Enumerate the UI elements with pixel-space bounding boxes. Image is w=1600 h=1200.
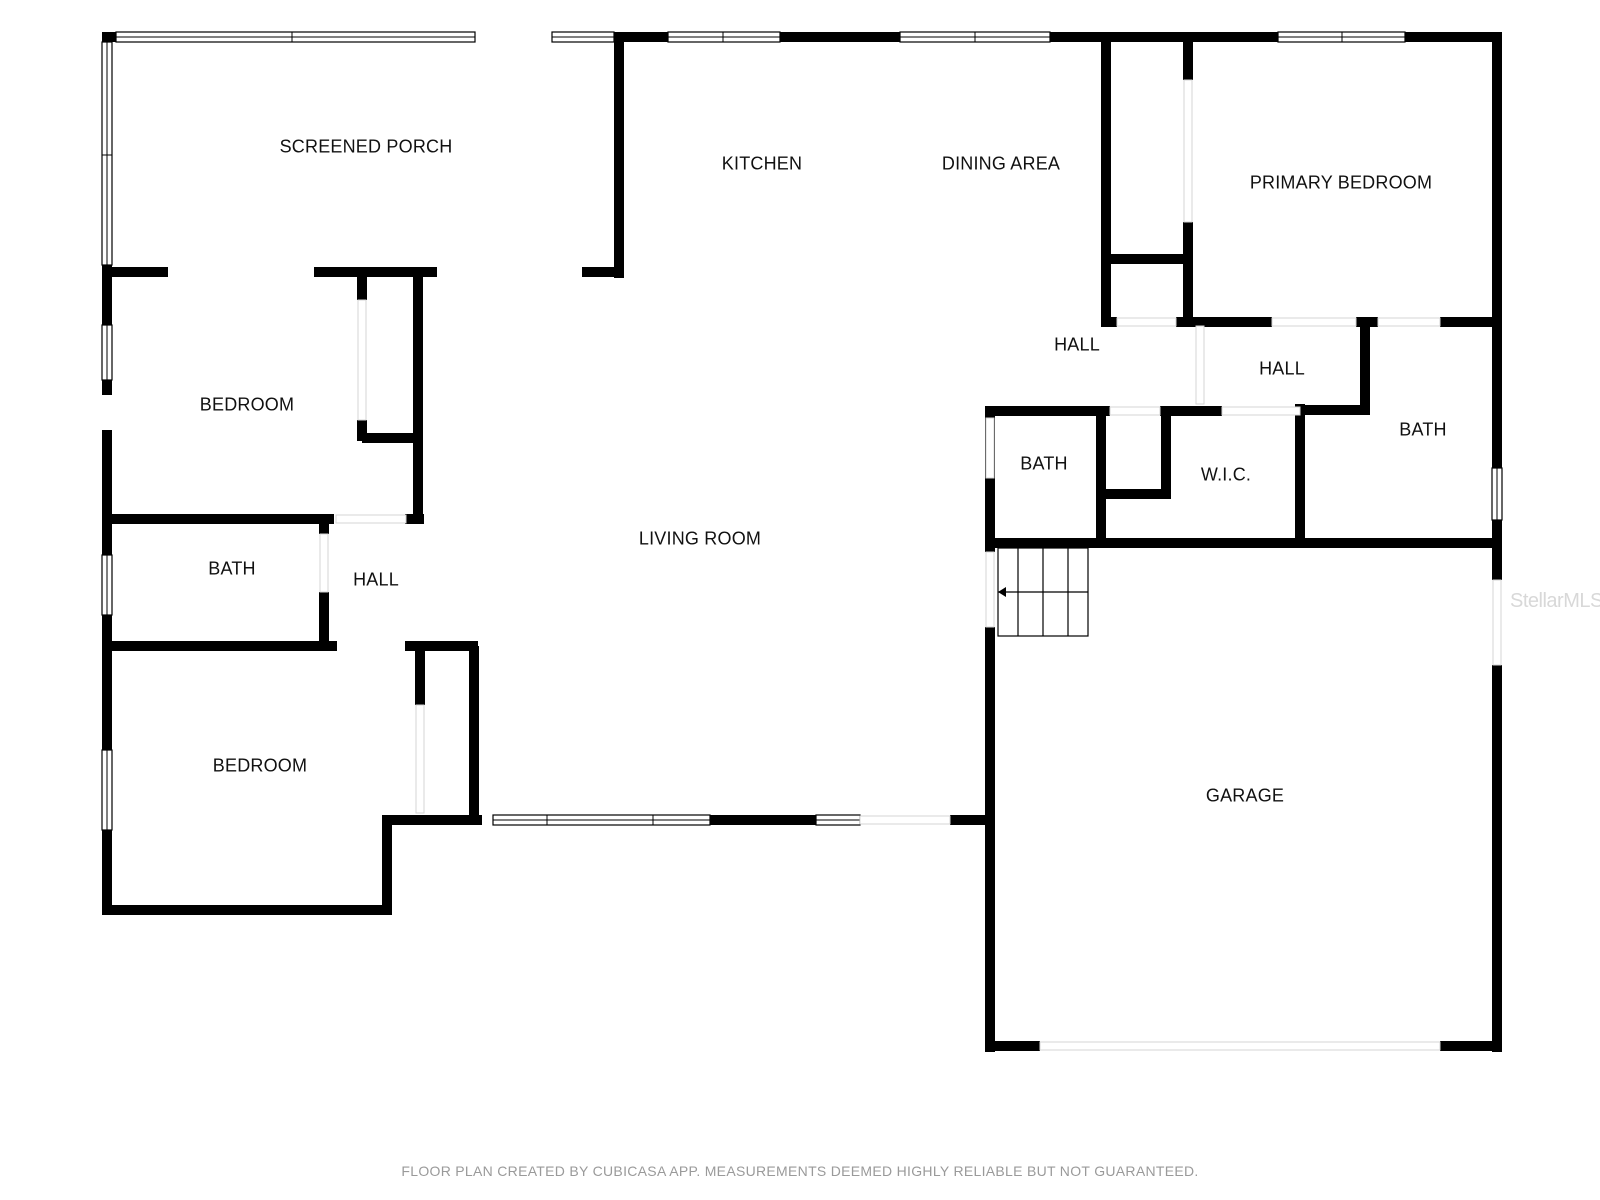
room-label-dining-area: DINING AREA [941,153,1061,174]
door-opening [1492,579,1502,666]
wall-segment [102,615,112,760]
wall-segment [780,32,900,42]
door-opening [415,704,425,814]
wall-segment [1492,520,1502,580]
wall-segment [362,433,422,443]
wall-segment [1405,32,1502,42]
door-opening [319,533,329,593]
wall-segment [382,815,392,915]
wall-segment [1101,489,1171,499]
wall-segment [985,406,1110,416]
wall-segment [985,408,995,552]
room-label-primary-bedroom: PRIMARY BEDROOM [1249,172,1433,193]
wall-segment [950,815,990,825]
room-label-bedroom-bottom: BEDROOM [212,755,308,776]
room-label-hall-upper: HALL [1054,334,1100,355]
wall-segment [1440,317,1502,327]
wall-segment [1295,404,1305,548]
door-opening [1039,1041,1441,1051]
room-label-hall-right: HALL [1259,358,1305,379]
door-opening [1221,406,1301,416]
room-label-kitchen: KITCHEN [721,153,803,174]
door-opening [1183,79,1193,223]
wall-segment [1183,222,1193,325]
stair-arrow-icon [998,587,1006,597]
wall-segment [357,272,367,300]
door-opening [1109,406,1161,416]
room-label-wic: W.I.C. [1200,464,1252,485]
door-opening [859,815,951,825]
wall-segment [1101,317,1117,327]
wall-segment [405,514,424,524]
wall-segment [102,32,116,42]
door-openings [319,79,1502,1051]
wall-segment [710,815,816,825]
door-opening [1271,317,1357,327]
wall-segment [319,592,329,648]
door-opening [1116,317,1177,327]
wall-segment [102,830,112,915]
door-opening [335,514,407,524]
wall-segment [582,267,624,277]
room-label-bath-right: BATH [1399,419,1447,440]
door-opening [357,299,367,421]
wall-segment [319,519,329,534]
wall-segment [1176,317,1272,327]
door-opening [1195,325,1205,405]
door-opening [1377,317,1441,327]
wall-segment [1492,37,1502,468]
room-label-bath-center: BATH [1020,453,1068,474]
wall-segment [1050,32,1278,42]
door-opening [985,551,995,628]
wall-segment [1096,411,1106,548]
windows [101,31,1503,831]
wall-segment [1160,406,1222,416]
footer-disclaimer: FLOOR PLAN CREATED BY CUBICASA APP. MEAS… [401,1163,1199,1179]
wall-segment [102,905,392,915]
wall-segment [357,420,367,441]
wall-segment [614,37,624,278]
wall-segment [102,641,337,651]
wall-segment [1161,411,1171,497]
wall-segment [469,646,479,820]
room-label-hall-left: HALL [353,569,399,590]
wall-segment [985,538,1502,548]
wall-segment [102,267,168,277]
room-label-screened-porch: SCREENED PORCH [279,136,453,157]
wall-segment [985,1041,1040,1051]
door-opening [985,417,995,479]
wall-segment [314,267,437,277]
wall-segment [1183,37,1193,80]
wall-segment [1101,37,1111,325]
wall-segment [415,646,425,705]
wall-segment [102,514,334,524]
room-label-bath-left: BATH [208,558,256,579]
wall-segment [1106,254,1193,264]
watermark-text: StellarMLS [1510,590,1600,612]
wall-segment [1360,322,1370,414]
wall-segment [413,272,423,524]
wall-segment [405,641,478,651]
wall-segment [1492,665,1502,1052]
wall-segment [614,32,668,42]
wall-segment [1440,1041,1502,1051]
wall-segment [382,815,482,825]
wall-segment [1300,405,1370,415]
stairs [997,547,1089,637]
room-label-garage: GARAGE [1205,785,1285,806]
wall-segment [102,430,112,560]
walls [102,32,1502,1052]
room-label-bedroom-top: BEDROOM [199,394,295,415]
room-label-living-room: LIVING ROOM [638,528,762,549]
wall-segment [985,627,995,1052]
